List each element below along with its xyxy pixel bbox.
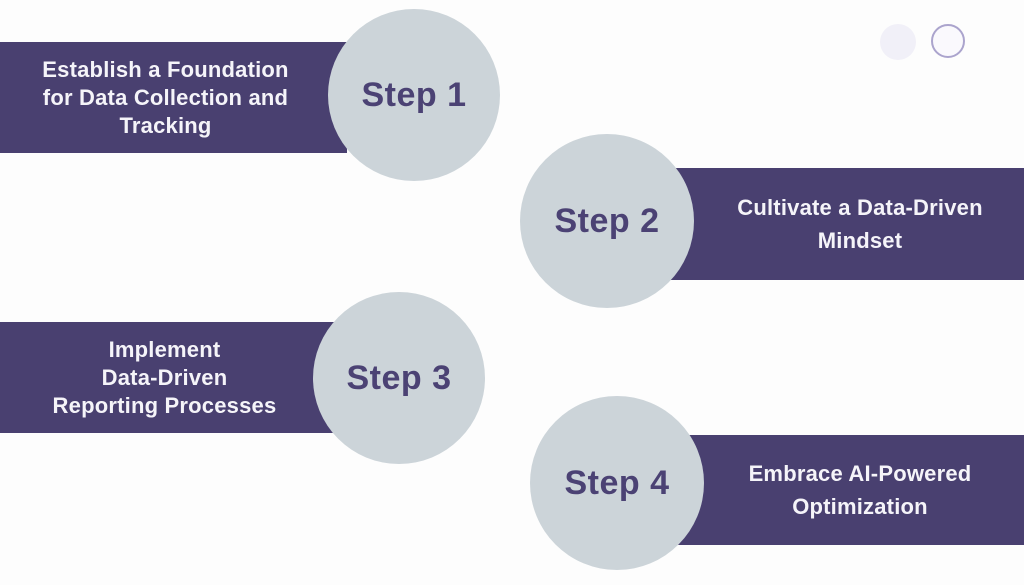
step-2-circle: Step 2 bbox=[520, 134, 694, 308]
step-3-banner: Implement Data-Driven Reporting Processe… bbox=[0, 322, 345, 433]
decor-dot-filled-icon bbox=[880, 24, 916, 60]
step-1-title: Establish a Foundation for Data Collecti… bbox=[0, 42, 347, 153]
step-1-banner: Establish a Foundation for Data Collecti… bbox=[0, 42, 347, 153]
step-3-label: Step 3 bbox=[346, 358, 452, 397]
step-2-banner: Cultivate a Data-Driven Mindset bbox=[640, 168, 1024, 280]
step-1-title-line: for Data Collection and bbox=[42, 84, 289, 110]
step-2-title: Cultivate a Data-Driven Mindset bbox=[640, 168, 1024, 280]
step-3-title: Implement Data-Driven Reporting Processe… bbox=[0, 322, 345, 433]
step-1-title-line: Tracking bbox=[119, 112, 212, 138]
step-4-title-line: Embrace AI-Powered bbox=[748, 461, 972, 486]
step-3-title-line: Data-Driven bbox=[101, 364, 228, 390]
step-4-circle: Step 4 bbox=[530, 396, 704, 570]
step-1-circle: Step 1 bbox=[328, 9, 500, 181]
step-1-label: Step 1 bbox=[361, 75, 467, 114]
step-2-title-line: Mindset bbox=[817, 228, 903, 253]
step-2-label: Step 2 bbox=[554, 201, 660, 240]
step-3-title-line: Reporting Processes bbox=[52, 392, 277, 418]
step-3-circle: Step 3 bbox=[313, 292, 485, 464]
step-4-banner: Embrace AI-Powered Optimization bbox=[650, 435, 1024, 545]
decor-dot-outlined-icon bbox=[931, 24, 965, 58]
step-4-label: Step 4 bbox=[564, 463, 670, 502]
step-3-title-line: Implement bbox=[108, 336, 221, 362]
step-2-title-line: Cultivate a Data-Driven bbox=[737, 195, 983, 220]
step-4-title-line: Optimization bbox=[792, 494, 928, 519]
step-4-title: Embrace AI-Powered Optimization bbox=[650, 435, 1024, 545]
step-1-title-line: Establish a Foundation bbox=[42, 56, 289, 82]
